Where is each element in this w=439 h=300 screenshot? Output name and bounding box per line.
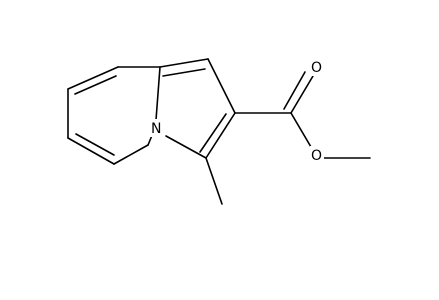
bond-c6-c5 [113,144,149,165]
carbonyl-oxygen-label-bg [310,58,324,76]
nitrogen-label-bg [150,119,164,137]
bond-c8a-c1 [159,58,209,68]
bond-c8a-c8-inner [74,75,117,95]
bond-c8a-c8 [67,66,119,90]
bond-c3-methyl [205,157,223,205]
bond-c8a-c1-inner [162,68,206,77]
ester-oxygen-label-bg [310,146,324,164]
bond-carbonyl-oxygen [290,75,314,114]
bond-c2-c3 [205,112,236,159]
ester-oxygen-label: O [311,148,322,164]
bond-carbonyl-oxygen-double [283,71,306,110]
bond-carbonyl-ester-oxygen [290,112,312,148]
bond-c2-c3-inner [199,113,227,153]
bond-c3-n [165,135,207,159]
carbonyl-oxygen-label: O [311,60,322,76]
bond-n-c8a [155,66,161,121]
bond-c7-c6 [67,137,115,165]
bond-c7-c6-inner [75,133,115,156]
bond-c1-c2 [207,58,236,114]
nitrogen-label: N [151,121,161,137]
